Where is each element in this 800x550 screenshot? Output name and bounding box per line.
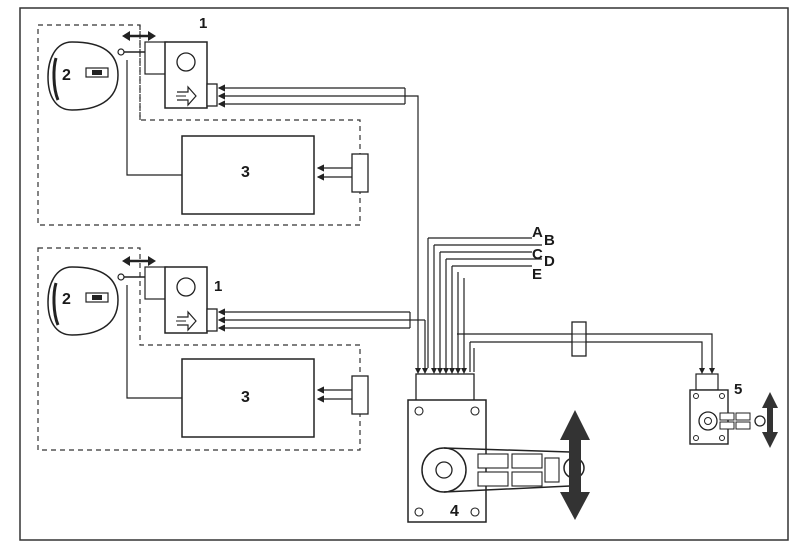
adjust-arrow-icon: [122, 31, 156, 41]
level-sensor-unit: [407, 373, 585, 523]
label-bottom-headlamp: 2: [62, 291, 71, 308]
label-top-headlamp: 2: [62, 67, 71, 84]
module-connector: [351, 375, 369, 415]
headlamp-icon: [47, 41, 119, 111]
control-module: [181, 358, 315, 438]
sensor-movement-arrow-icon: [762, 392, 778, 448]
label-top-servo: 1: [199, 15, 207, 32]
servo-motor: [144, 41, 218, 109]
bottom-assembly: [37, 247, 411, 451]
sensor-cable: [457, 333, 713, 372]
wire-label-e: E: [532, 266, 542, 283]
diagram-frame: [19, 7, 789, 541]
dashed-boundary: [37, 247, 361, 451]
module-connector: [351, 153, 369, 193]
wire-label-c: C: [532, 246, 543, 263]
label-control-unit: 4: [450, 503, 459, 520]
vertical-movement-arrow-icon: [560, 410, 590, 520]
bus-arrowheads: [415, 368, 467, 374]
control-module: [181, 135, 315, 215]
label-top-module: 3: [241, 164, 250, 181]
label-bottom-servo: 1: [214, 278, 222, 295]
adjust-arrow-icon: [122, 256, 156, 266]
label-bottom-module: 3: [241, 389, 250, 406]
label-sensor: 5: [734, 381, 742, 398]
headlamp-icon: [47, 266, 119, 336]
axle-sensor: [689, 373, 766, 445]
wire-label-a: A: [532, 224, 543, 241]
wire-bus: [410, 237, 542, 368]
wire-label-b: B: [544, 232, 555, 249]
wire-label-d: D: [544, 253, 555, 270]
servo-motor: [144, 266, 218, 334]
cable-connector: [571, 321, 587, 357]
top-assembly: [37, 24, 419, 310]
